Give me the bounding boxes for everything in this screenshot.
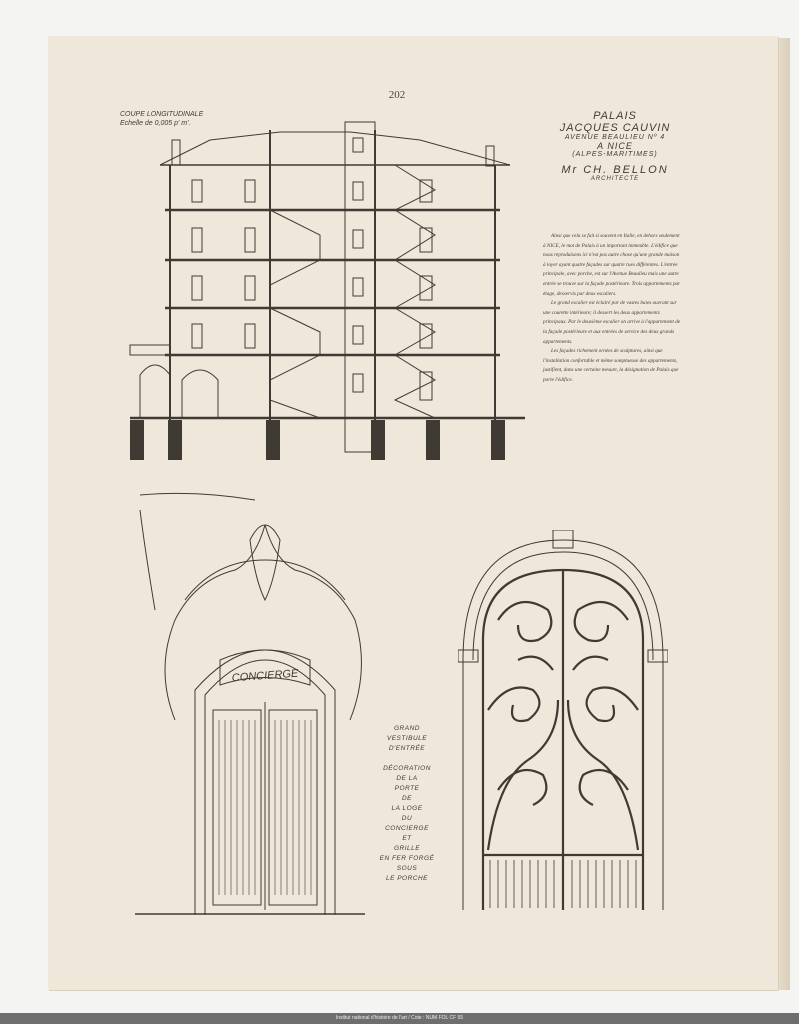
caption-line: ET xyxy=(402,835,412,842)
caption-line: LE PORCHE xyxy=(385,875,429,882)
caption-line: DE LA xyxy=(396,775,418,782)
footer-bar: Institut national d'histoire de l'art / … xyxy=(0,1013,799,1024)
wrought-iron-grille-drawing xyxy=(458,530,668,910)
page-edge-shadow xyxy=(778,38,790,990)
caption-line: PORTE xyxy=(394,785,420,792)
description-text: Ainsi que cela se fait si souvent en Ita… xyxy=(543,232,681,386)
caption-line: CONCIERGE xyxy=(385,825,429,832)
architect-role: ARCHITECTE xyxy=(590,176,640,182)
title-block: PALAIS JACQUES CAUVIN AVENUE BEAULIEU Nº… xyxy=(530,110,700,182)
title-line-address: AVENUE BEAULIEU Nº 4 xyxy=(564,134,666,141)
description-paragraph: Ainsi que cela se fait si souvent en Ita… xyxy=(543,233,681,297)
architect-name: Mr CH. BELLON xyxy=(561,164,669,176)
longitudinal-section-drawing xyxy=(129,121,525,460)
caption-line: DU xyxy=(401,815,413,822)
caption-line: GRILLE xyxy=(393,845,421,852)
description-paragraph: Les façades richement ornées de sculptur… xyxy=(543,348,679,383)
page-number: 202 xyxy=(388,89,406,101)
caption-line: EN FER FORGÉ xyxy=(379,855,435,862)
caption-line xyxy=(372,754,442,764)
caption-line: LA LOGE xyxy=(391,805,423,812)
door-sign-text: CONCIERGE xyxy=(231,668,299,685)
caption-line: DÉCORATION xyxy=(383,765,431,772)
title-line-palais: PALAIS xyxy=(593,110,637,122)
concierge-door-drawing: CONCIERGE xyxy=(135,492,365,915)
caption-line: GRAND xyxy=(394,725,420,732)
description-paragraph: Le grand escalier est éclairé par de vas… xyxy=(543,300,681,345)
caption-line: SOUS xyxy=(396,865,418,872)
caption-line: DE xyxy=(401,795,413,802)
section-label: COUPE LONGITUDINALE Echelle de 0,005 p' … xyxy=(120,110,203,128)
plate-caption: GRAND VESTIBULE D'ENTRÉE DÉCORATION DE L… xyxy=(372,724,442,884)
section-label-scale: Echelle de 0,005 p' m'. xyxy=(120,120,191,127)
title-line-city: A NICE xyxy=(597,141,633,151)
caption-line: D'ENTRÉE xyxy=(388,745,426,752)
title-line-owner: JACQUES CAUVIN xyxy=(559,122,671,134)
title-line-region: (ALPES-MARITIMES) xyxy=(572,151,658,158)
section-label-title: COUPE LONGITUDINALE xyxy=(120,111,204,118)
caption-line: VESTIBULE xyxy=(386,735,428,742)
